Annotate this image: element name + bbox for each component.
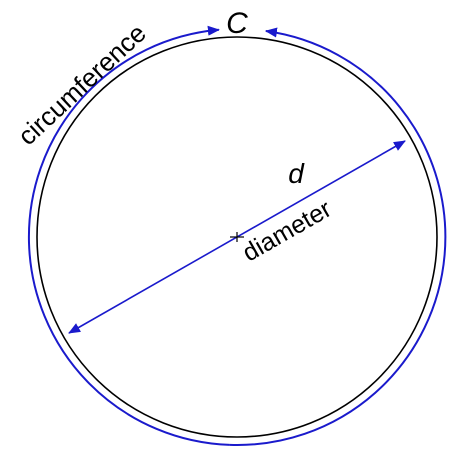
diameter-symbol-label: d <box>288 158 305 189</box>
diameter-word-label: diameter <box>238 195 336 268</box>
circumference-word-label: circumference <box>12 18 152 151</box>
center-mark <box>230 232 244 242</box>
circumference-arrow-left <box>27 25 230 446</box>
circumference-symbol-label: C <box>226 7 248 40</box>
circumference-arrow-right <box>229 27 447 446</box>
circle-outline <box>36 36 438 438</box>
